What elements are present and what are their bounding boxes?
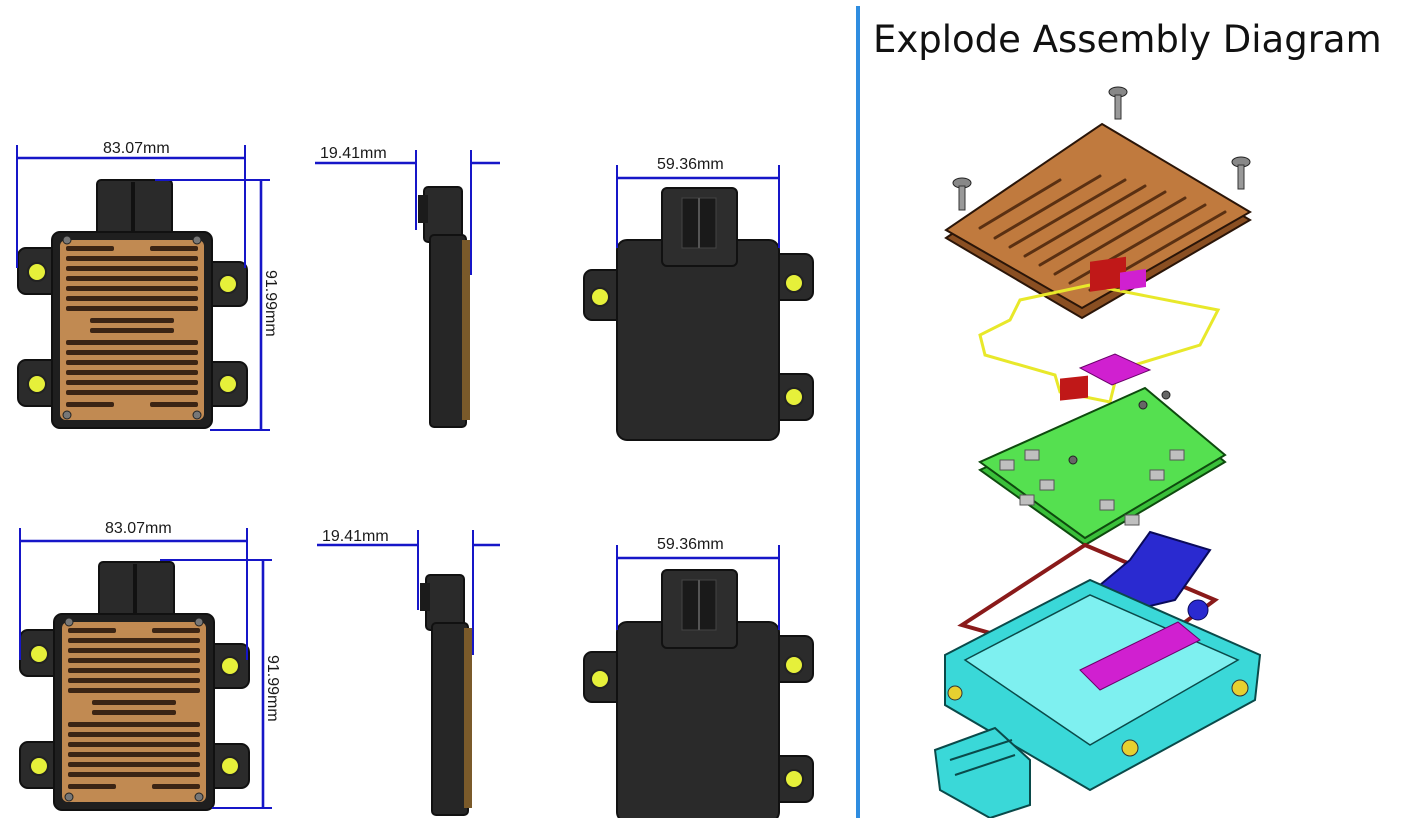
thermal-pad (1078, 353, 1152, 386)
back-width-label-bottom: 59.36mm (657, 536, 724, 553)
thermal-gasket (978, 283, 1221, 404)
dimension-width-top: 83.07mm (16, 140, 246, 268)
dimension-width-bottom: 83.07mm (19, 520, 248, 660)
width-label-top: 83.07mm (103, 140, 170, 157)
width-label-bottom: 83.07mm (105, 520, 172, 537)
housing-base (933, 578, 1262, 818)
exploded-assembly (933, 86, 1262, 818)
dimension-back-width-bottom: 59.36mm (616, 536, 780, 630)
diagram-title: Explode Assembly Diagram (873, 18, 1382, 61)
thickness-label-bottom: 19.41mm (322, 528, 389, 545)
back-width-label-top: 59.36mm (657, 156, 724, 173)
front-view-top (17, 179, 248, 429)
dimension-back-width-top: 59.36mm (616, 156, 780, 248)
dimension-thickness-top: 19.41mm (315, 145, 500, 275)
dimension-height-bottom: 91.99mm (160, 559, 281, 809)
front-view-bottom (19, 561, 250, 811)
heatsink-cover (944, 122, 1252, 320)
thickness-label-top: 19.41mm (320, 145, 387, 162)
side-view-top (417, 186, 471, 428)
height-label-top: 91.99mm (262, 270, 279, 337)
side-view-bottom (419, 574, 473, 816)
dimension-thickness-bottom: 19.41mm (317, 528, 500, 655)
dimension-height-top: 91.99mm (155, 179, 279, 431)
section-divider (856, 6, 860, 818)
height-label-bottom: 91.99mm (264, 655, 281, 722)
